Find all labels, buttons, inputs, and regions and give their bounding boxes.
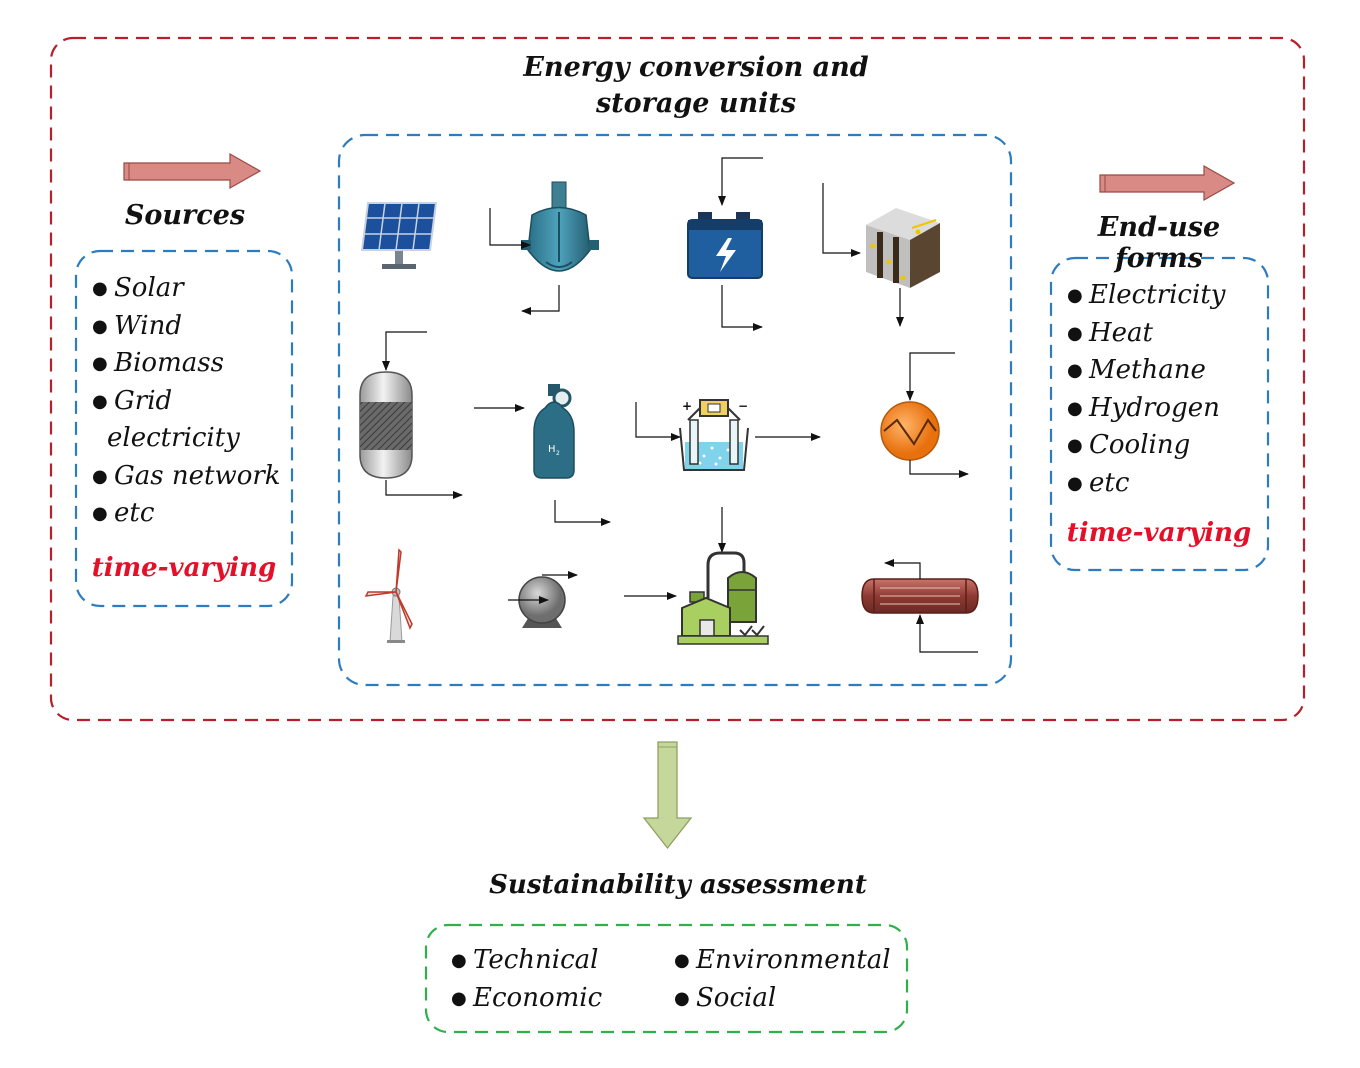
list-item: Hydrogen <box>1067 390 1225 428</box>
reactor-vessel-icon <box>521 181 599 272</box>
h2-label: H <box>548 444 556 455</box>
heat-exchanger-icon <box>880 401 940 461</box>
list-item: Technical <box>451 942 602 980</box>
list-item: Wind <box>92 308 281 346</box>
list-item: Social <box>674 980 891 1018</box>
list-item: Gas network <box>92 458 281 496</box>
center-title-line1: Energy conversion and <box>523 52 869 83</box>
storage-tank-icon <box>359 371 413 479</box>
wind-turbine-icon <box>364 548 413 643</box>
svg-text:−: − <box>738 399 748 413</box>
assessment-title: Sustainability assessment <box>489 870 867 900</box>
sources-list: Solar Wind Biomass Grid electricity Gas … <box>92 270 281 533</box>
thermal-storage-icon <box>866 208 940 288</box>
list-item: Methane <box>1067 352 1225 390</box>
center-title: Energy conversion and storage units <box>470 50 922 122</box>
list-item: Environmental <box>674 942 891 980</box>
list-item: Biomass <box>92 345 281 383</box>
assessment-down-arrow <box>642 741 693 850</box>
enduse-note: time-varying <box>1066 518 1252 548</box>
compressor-icon <box>518 576 566 628</box>
shell-tube-exchanger-icon <box>861 578 979 614</box>
battery-icon <box>687 212 763 279</box>
list-item: etc <box>1067 465 1225 503</box>
assessment-list-right: Environmental Social <box>674 942 891 1017</box>
h2-subscript: 2 <box>556 450 560 457</box>
enduse-flow-arrow <box>1099 164 1236 202</box>
enduse-list: Electricity Heat Methane Hydrogen Coolin… <box>1067 277 1225 502</box>
list-item: Economic <box>451 980 602 1018</box>
biogas-plant-icon <box>677 551 769 645</box>
electrolyzer-icon: + − <box>679 399 749 471</box>
sources-flow-arrow <box>123 152 262 190</box>
list-item: Heat <box>1067 315 1225 353</box>
list-item-continuation: electricity <box>107 423 240 453</box>
sources-note: time-varying <box>91 553 277 583</box>
list-item: Solar <box>92 270 281 308</box>
list-item: Electricity <box>1067 277 1225 315</box>
assessment-list-left: Technical Economic <box>451 942 602 1017</box>
sources-title: Sources <box>124 200 246 231</box>
list-item: etc <box>92 495 281 533</box>
hydrogen-cylinder-icon: H 2 <box>533 384 575 479</box>
center-title-line2: storage units <box>595 88 797 119</box>
list-item: Grid <box>92 383 281 421</box>
svg-text:+: + <box>682 399 692 413</box>
solar-panel-icon <box>360 202 438 269</box>
list-item: Cooling <box>1067 427 1225 465</box>
enduse-title: End-use forms <box>1097 212 1221 274</box>
